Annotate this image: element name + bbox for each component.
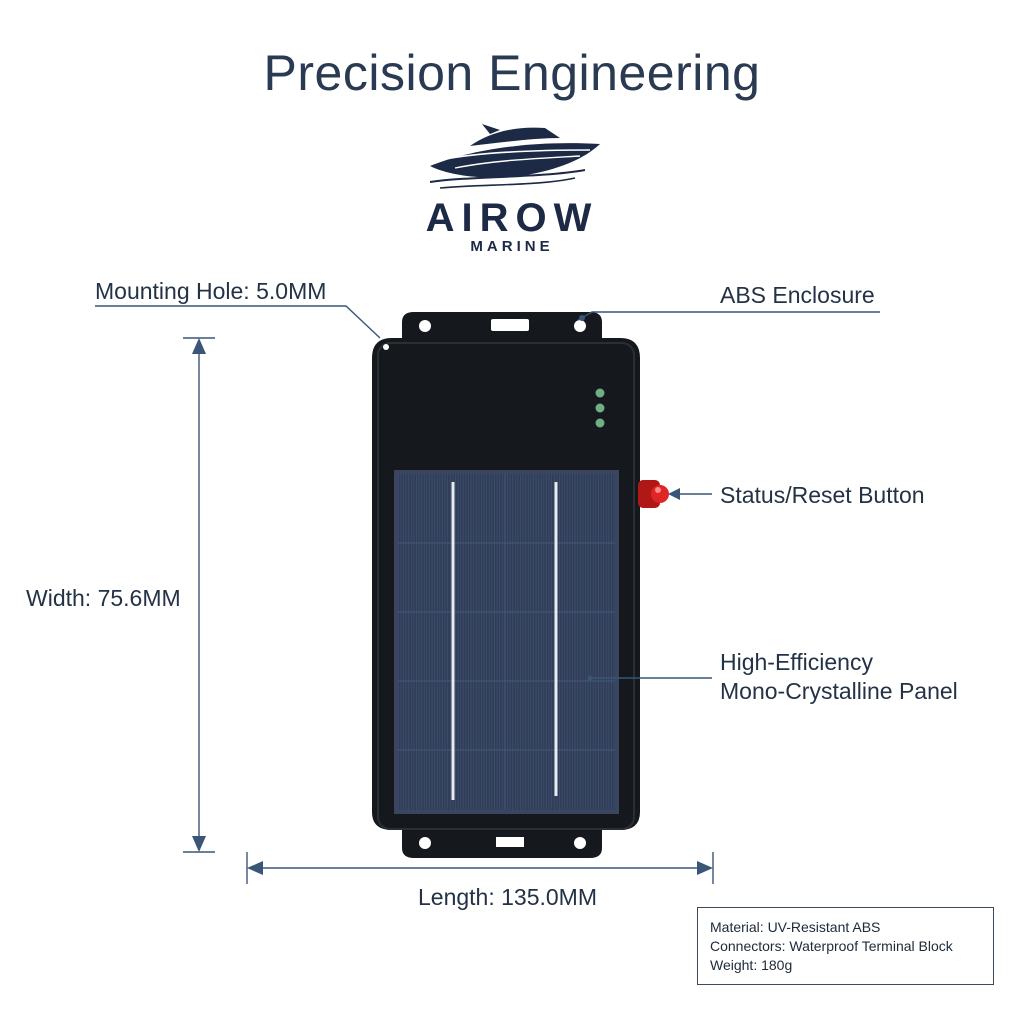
mounting-hole <box>574 837 586 849</box>
brand-subtitle: MARINE <box>470 238 554 255</box>
mounting-hole <box>419 320 431 332</box>
status-led <box>595 388 605 398</box>
panel-label: High-Efficiency Mono-Crystalline Panel <box>720 648 958 706</box>
length-dimension <box>246 852 714 884</box>
width-dimension <box>183 337 215 853</box>
spec-connectors: Connectors: Waterproof Terminal Block <box>710 938 953 954</box>
page-title: Precision Engineering <box>263 45 761 101</box>
status-led <box>595 403 605 413</box>
mounting-hole <box>574 320 586 332</box>
mounting-hole <box>383 344 389 350</box>
length-label: Length: 135.0MM <box>418 884 598 910</box>
brand-name: AIROW <box>425 196 599 240</box>
spec-box: Material: UV-Resistant ABS Connectors: W… <box>697 907 994 985</box>
callout-leaders <box>95 305 880 679</box>
button-label: Status/Reset Button <box>720 482 925 508</box>
width-label: Width: 75.6MM <box>26 585 181 611</box>
status-led <box>595 418 605 428</box>
arrowhead <box>668 488 680 500</box>
enclosure-label: ABS Enclosure <box>720 282 875 308</box>
top-slot <box>491 319 529 331</box>
bottom-slot <box>496 837 524 847</box>
solar-panel <box>394 470 619 814</box>
panel-label-line1: High-Efficiency <box>720 649 873 675</box>
spec-material: Material: UV-Resistant ABS <box>710 919 881 935</box>
status-reset-button <box>638 480 669 508</box>
panel-label-line2: Mono-Crystalline Panel <box>720 678 958 704</box>
mounting-hole-label: Mounting Hole: 5.0MM <box>95 278 327 304</box>
boat-logo-icon <box>429 124 600 189</box>
mounting-hole <box>419 837 431 849</box>
spec-weight: Weight: 180g <box>710 957 793 973</box>
